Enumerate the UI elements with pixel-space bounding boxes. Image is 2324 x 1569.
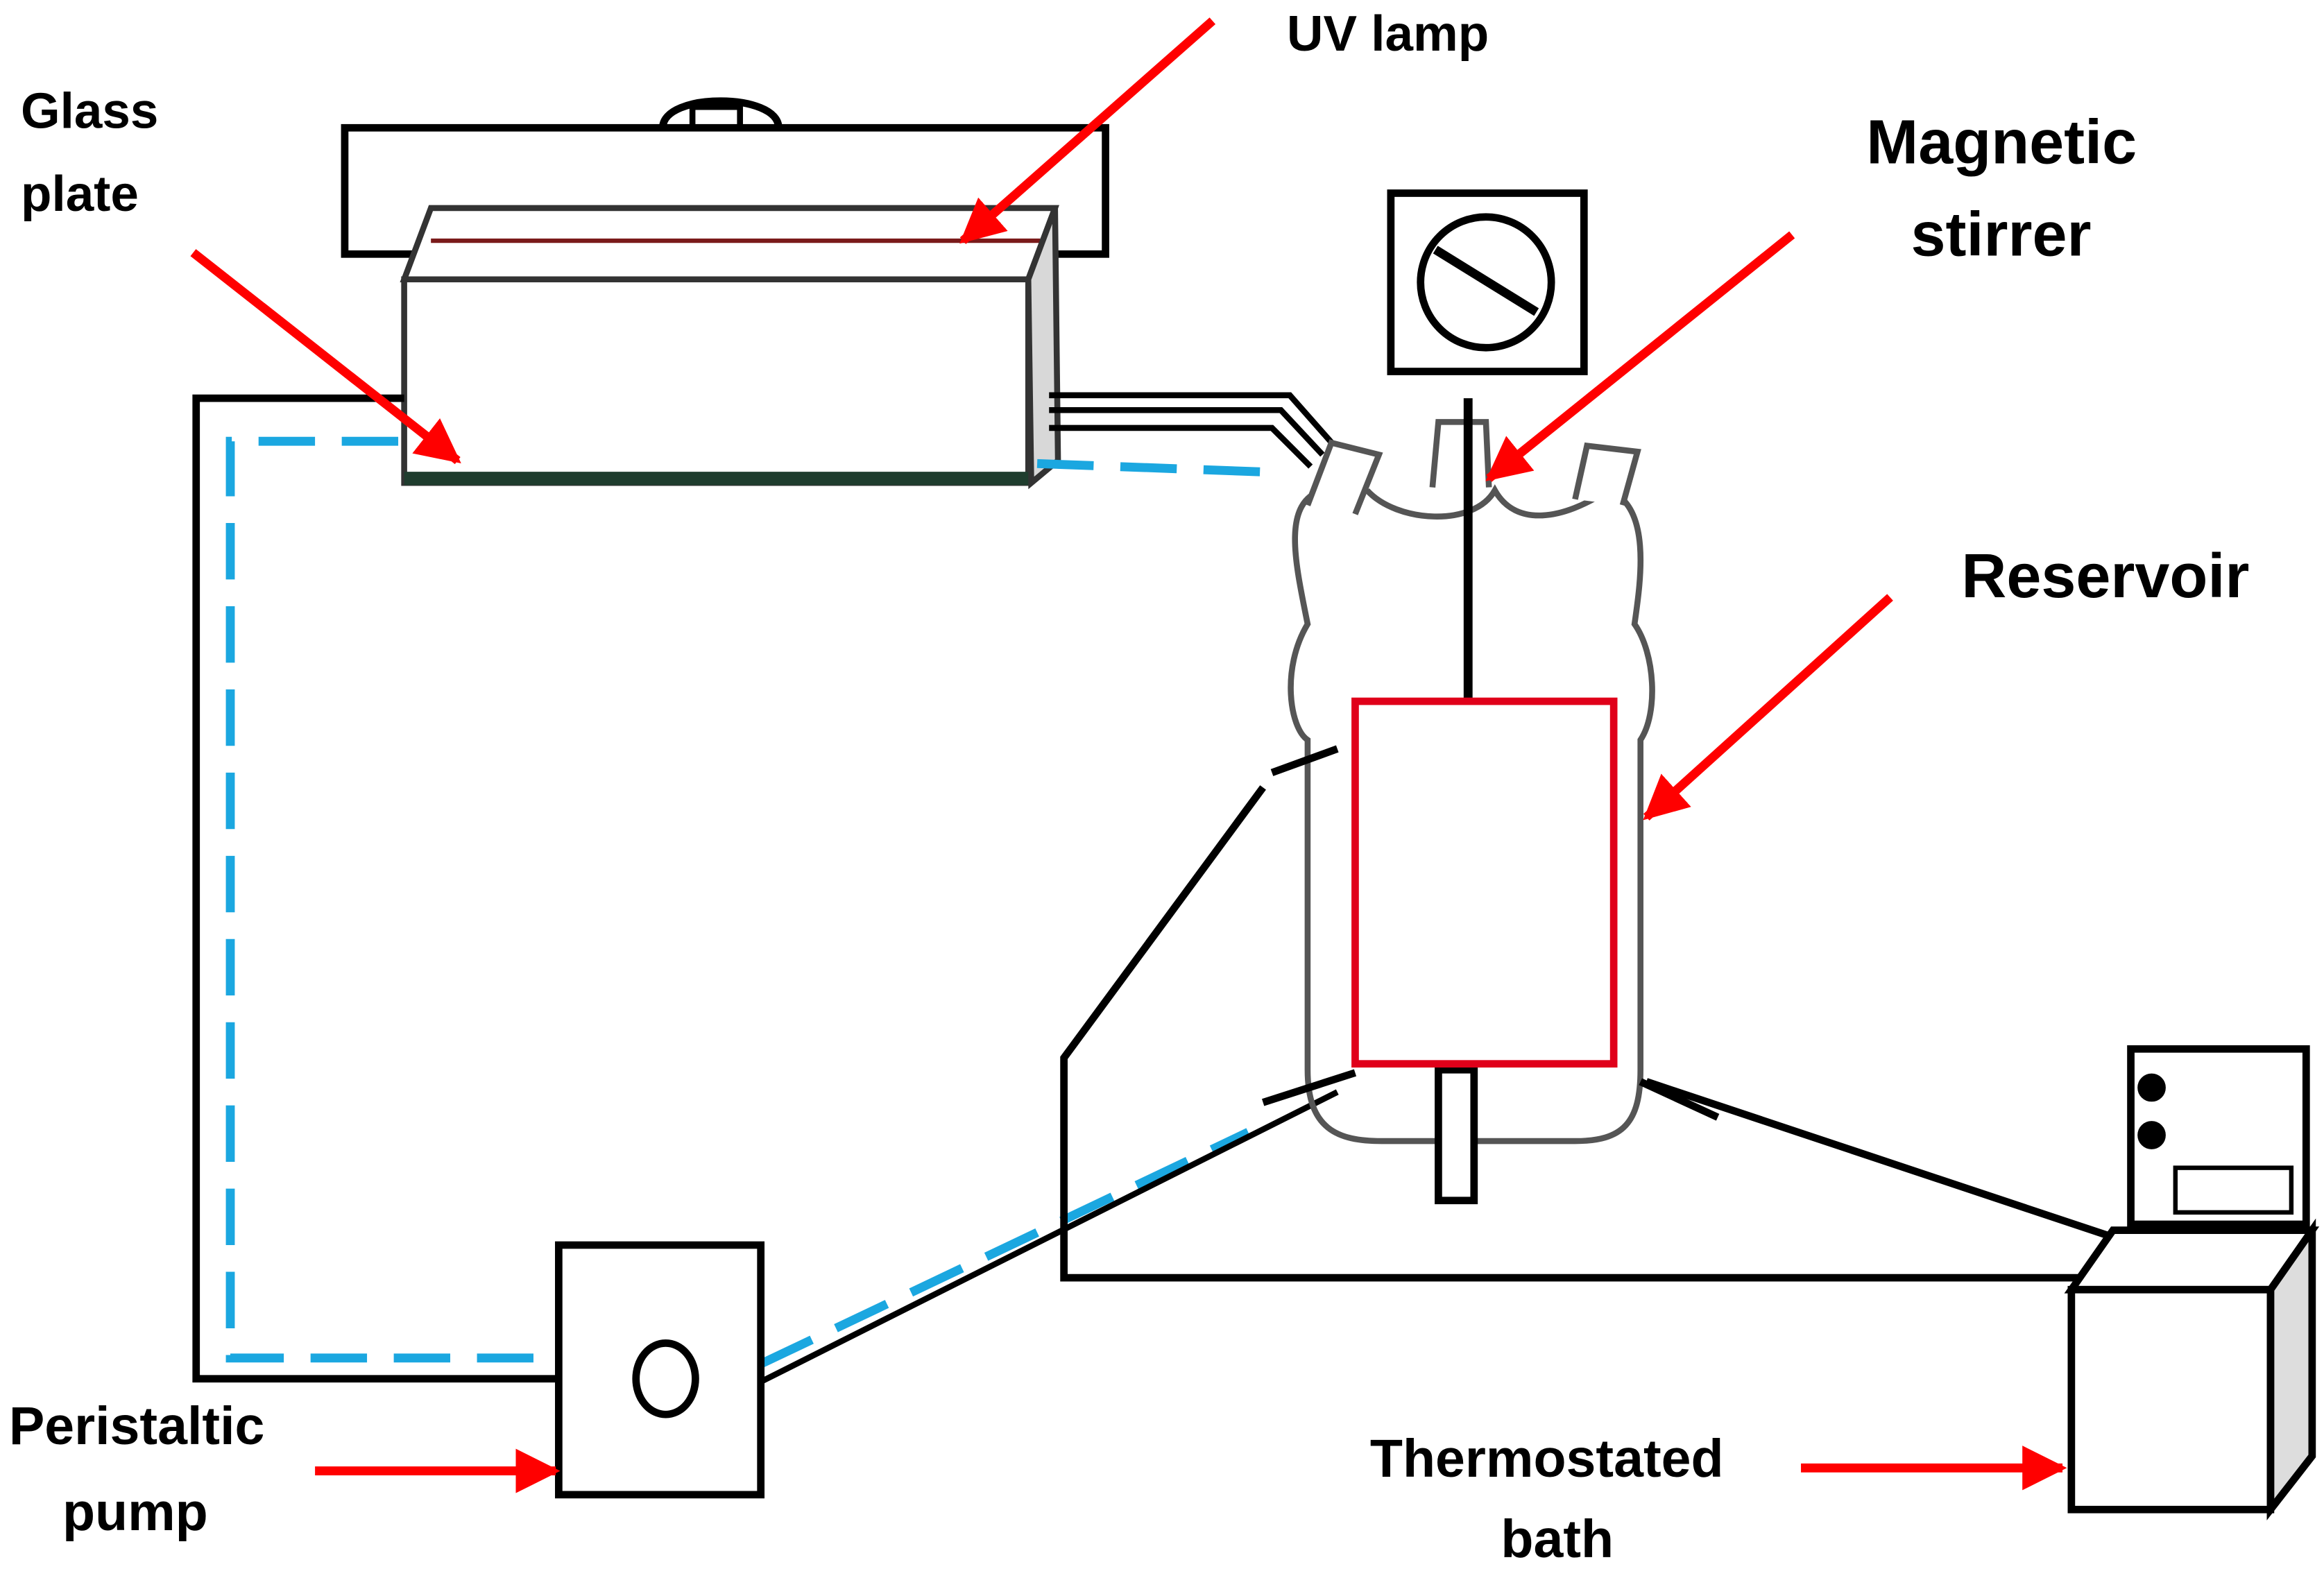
lamp-bulb-inner: [689, 103, 743, 128]
jacket-inlet-tube: [1060, 785, 2140, 1282]
label-thermostated-bath-line1: Thermostated: [1370, 1429, 1724, 1489]
label-thermostated-bath-line2: bath: [1501, 1509, 1614, 1569]
tube-lower: [1049, 425, 1313, 469]
bath-front: [2067, 1285, 2275, 1514]
box-front: [401, 276, 1032, 486]
stirrer-dial: [1417, 213, 1555, 352]
arrow-reservoir: [1643, 594, 1893, 821]
flask-neck-right: [1572, 442, 1641, 506]
liquid-flow-line: [225, 436, 1279, 1369]
arrow-uv-lamp: [959, 17, 1216, 244]
flask-neck-left: [1304, 439, 1383, 515]
flow-to-reservoir: [1036, 458, 1279, 477]
magnetic-stirrer-control: [1387, 189, 1588, 375]
reservoir-box: [1351, 697, 1618, 1068]
label-reservoir: Reservoir: [1961, 542, 2249, 611]
jacket-port-lower-left: [1262, 1069, 1357, 1106]
peristaltic-pump: [555, 1241, 765, 1499]
pump-body: [555, 1241, 765, 1499]
label-uv-lamp: UV lamp: [1287, 6, 1489, 62]
bath-display: [2173, 1165, 2294, 1215]
label-magnetic-stirrer-line2: stirrer: [1911, 200, 2092, 269]
flask-outline: [1288, 484, 1655, 1144]
label-peristaltic-pump-line2: pump: [62, 1482, 208, 1542]
bath-indicator-1: [2137, 1073, 2166, 1102]
thermostated-bath: [2064, 1045, 2320, 1520]
flow-left-loop: [225, 436, 550, 1363]
jacket-outlet-tube: [1645, 1078, 2180, 1273]
label-magnetic-stirrer-line1: Magnetic: [1866, 108, 2137, 178]
lamp-bulb-symbol: [658, 97, 783, 129]
tube-middle: [1049, 406, 1325, 457]
label-glass-plate-line1: Glass: [21, 83, 158, 139]
jacket-port-lower-right: [1639, 1078, 1720, 1121]
return-tube: [192, 394, 565, 1383]
flask-outlet-stem: [1435, 1065, 1478, 1205]
box-top: [400, 205, 1059, 283]
flow-pump-to-reservoir: [758, 1128, 1250, 1369]
label-glass-plate-line2: plate: [21, 166, 139, 222]
annotation-arrows: [190, 17, 2067, 1493]
label-peristaltic-pump-line1: Peristaltic: [9, 1396, 265, 1456]
connection-tubes: [1049, 392, 1337, 469]
pump-outlet-tube: [759, 1089, 1339, 1384]
glass-plate-box: [400, 205, 1061, 490]
bath-indicator-2: [2137, 1121, 2166, 1149]
tube-upper: [1049, 392, 1337, 448]
arrow-glass-plate: [190, 249, 461, 465]
stirrer-dial-pointer: [1433, 246, 1539, 316]
arrow-magnetic-stirrer: [1485, 231, 1795, 482]
reservoir-flask: [1262, 419, 1720, 1205]
flask-neck-center: [1429, 419, 1492, 488]
thermostat-tubes: [1060, 785, 2180, 1282]
jacket-port-upper: [1270, 745, 1339, 776]
pump-rotor: [632, 1339, 699, 1418]
